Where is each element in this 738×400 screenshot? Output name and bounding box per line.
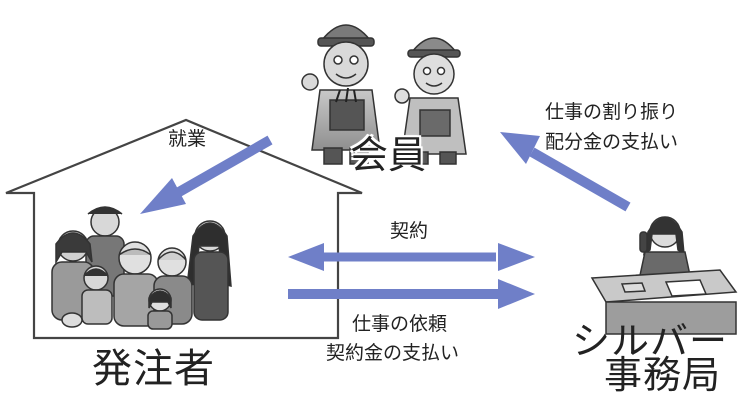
edge-assign-label-2: 配分金の支払い xyxy=(545,131,679,153)
edge-assign-label-1: 仕事の割り振り xyxy=(545,101,679,123)
worker-couple-illustration xyxy=(301,24,467,165)
edge-work-label: 就業 xyxy=(168,128,207,150)
node-client-label: 発注者 xyxy=(92,346,215,392)
arrow-assign xyxy=(500,132,631,212)
node-office-label-1: シルバー xyxy=(572,319,729,363)
arrow-contract xyxy=(288,243,535,271)
family-illustration xyxy=(51,206,232,330)
node-members-label: 会員 xyxy=(350,133,427,177)
edge-request-label-2: 契約金の支払い xyxy=(326,342,460,364)
arrow-work xyxy=(140,135,273,214)
node-office-label-2: 事務局 xyxy=(604,353,722,397)
office-clerk-illustration xyxy=(590,216,738,335)
edge-contract-label: 契約 xyxy=(390,220,429,242)
edge-request-label-1: 仕事の依頼 xyxy=(352,313,448,335)
arrow-request xyxy=(288,279,535,309)
